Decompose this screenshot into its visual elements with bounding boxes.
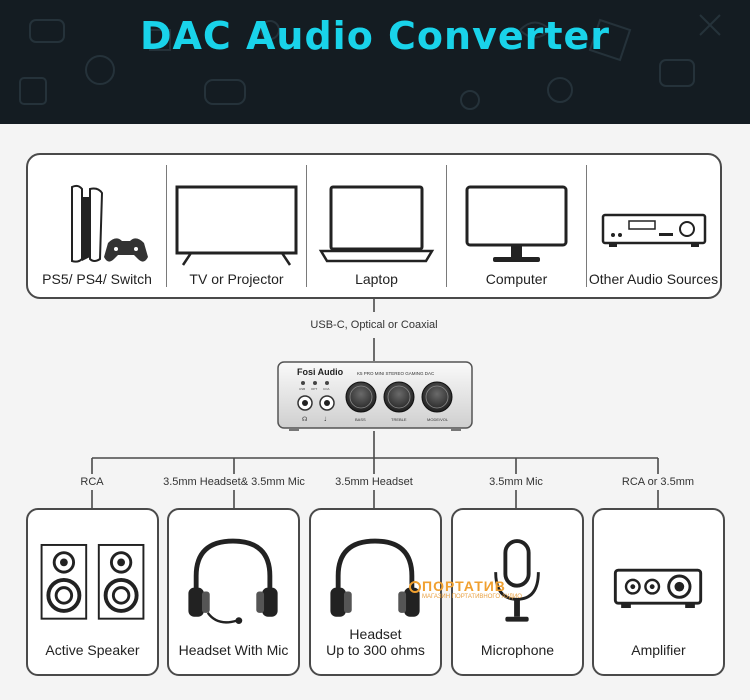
port-label: USB: [299, 387, 305, 391]
page-title: DAC Audio Converter: [139, 14, 611, 58]
output-connection-label: 3.5mm Headset& 3.5mm Mic: [163, 476, 305, 488]
port-label: OPT: [311, 387, 317, 391]
output-item-headset-mic: Headset With Mic: [167, 508, 300, 676]
output-label: Active Speaker: [45, 642, 140, 658]
output-label: Amplifier: [631, 642, 686, 658]
output-connection-label: RCA or 3.5mm: [621, 476, 695, 488]
microphone-icon: [494, 539, 540, 622]
output-item-speaker: Active Speaker: [26, 508, 159, 676]
output-connection-label: 3.5mm Headset: [335, 476, 413, 488]
output-label: Headset With Mic: [178, 642, 289, 658]
device-brand: Fosi Audio: [297, 367, 344, 377]
source-label: TV or Projector: [189, 271, 284, 287]
device-model: K5 PRO MINI STEREO GAMING DAC: [357, 371, 435, 376]
watermark-subtext: МАГАЗИН ПОРТАТИВНОГО АУДИО: [422, 594, 522, 600]
connection-lines: [91, 299, 659, 508]
source-item-computer: Computer: [447, 155, 586, 297]
amplifier-icon: [613, 568, 703, 609]
audio-receiver-icon: [601, 213, 707, 247]
headset-mic-icon: [188, 538, 278, 625]
game-console-icon: [71, 184, 148, 263]
sources-panel: PS5/ PS4/ Switch TV or Projector Laptop: [26, 153, 722, 299]
source-label: Other Audio Sources: [588, 271, 719, 287]
svg-text:♩: ♩: [324, 416, 327, 423]
svg-text:☊: ☊: [302, 416, 307, 423]
output-item-headphones: Headset Up to 300 ohms: [309, 508, 442, 676]
knob-label: MODE/VOL: [427, 417, 449, 422]
source-item-laptop: Laptop: [307, 155, 446, 297]
gaming-pattern-background: [19, 14, 721, 110]
output-label: Microphone: [480, 642, 555, 658]
output-item-amplifier: Amplifier: [592, 508, 725, 676]
input-connection-label: USB-C, Optical or Coaxial: [310, 319, 438, 331]
divider: [586, 165, 587, 287]
watermark-icon: [409, 581, 421, 593]
headphones-icon: [330, 538, 420, 617]
watermark-text: ПОРТАТИВ: [422, 578, 506, 594]
divider: [306, 165, 307, 287]
dac-device: Fosi Audio K5 PRO MINI STEREO GAMING DAC…: [277, 361, 473, 431]
source-item-console: PS5/ PS4/ Switch: [28, 155, 166, 297]
output-label-sub: Up to 300 ohms: [326, 642, 425, 658]
knob-label: BASS: [355, 417, 366, 422]
output-item-microphone: Microphone: [451, 508, 584, 676]
source-item-other: Other Audio Sources: [587, 155, 720, 297]
source-label: Computer: [485, 271, 548, 287]
tv-icon: [175, 185, 298, 266]
connection-diagram: PS5/ PS4/ Switch TV or Projector Laptop: [0, 124, 750, 700]
divider: [166, 165, 167, 287]
output-connection-label: 3.5mm Mic: [489, 476, 543, 488]
knob-label: TREBLE: [391, 417, 407, 422]
speaker-icon: [40, 543, 145, 620]
source-item-tv: TV or Projector: [167, 155, 306, 297]
port-label: COA: [323, 387, 330, 391]
monitor-icon: [465, 185, 568, 262]
source-label: PS5/ PS4/ Switch: [42, 271, 152, 287]
laptop-icon: [318, 185, 435, 263]
watermark-logo: ПОРТАТИВ МАГАЗИН ПОРТАТИВНОГО АУДИО: [408, 578, 528, 608]
header-banner: DAC Audio Converter: [0, 0, 750, 124]
divider: [446, 165, 447, 287]
output-connection-label: RCA: [80, 476, 104, 488]
output-label: Headset: [349, 626, 402, 642]
source-label: Laptop: [355, 271, 398, 287]
